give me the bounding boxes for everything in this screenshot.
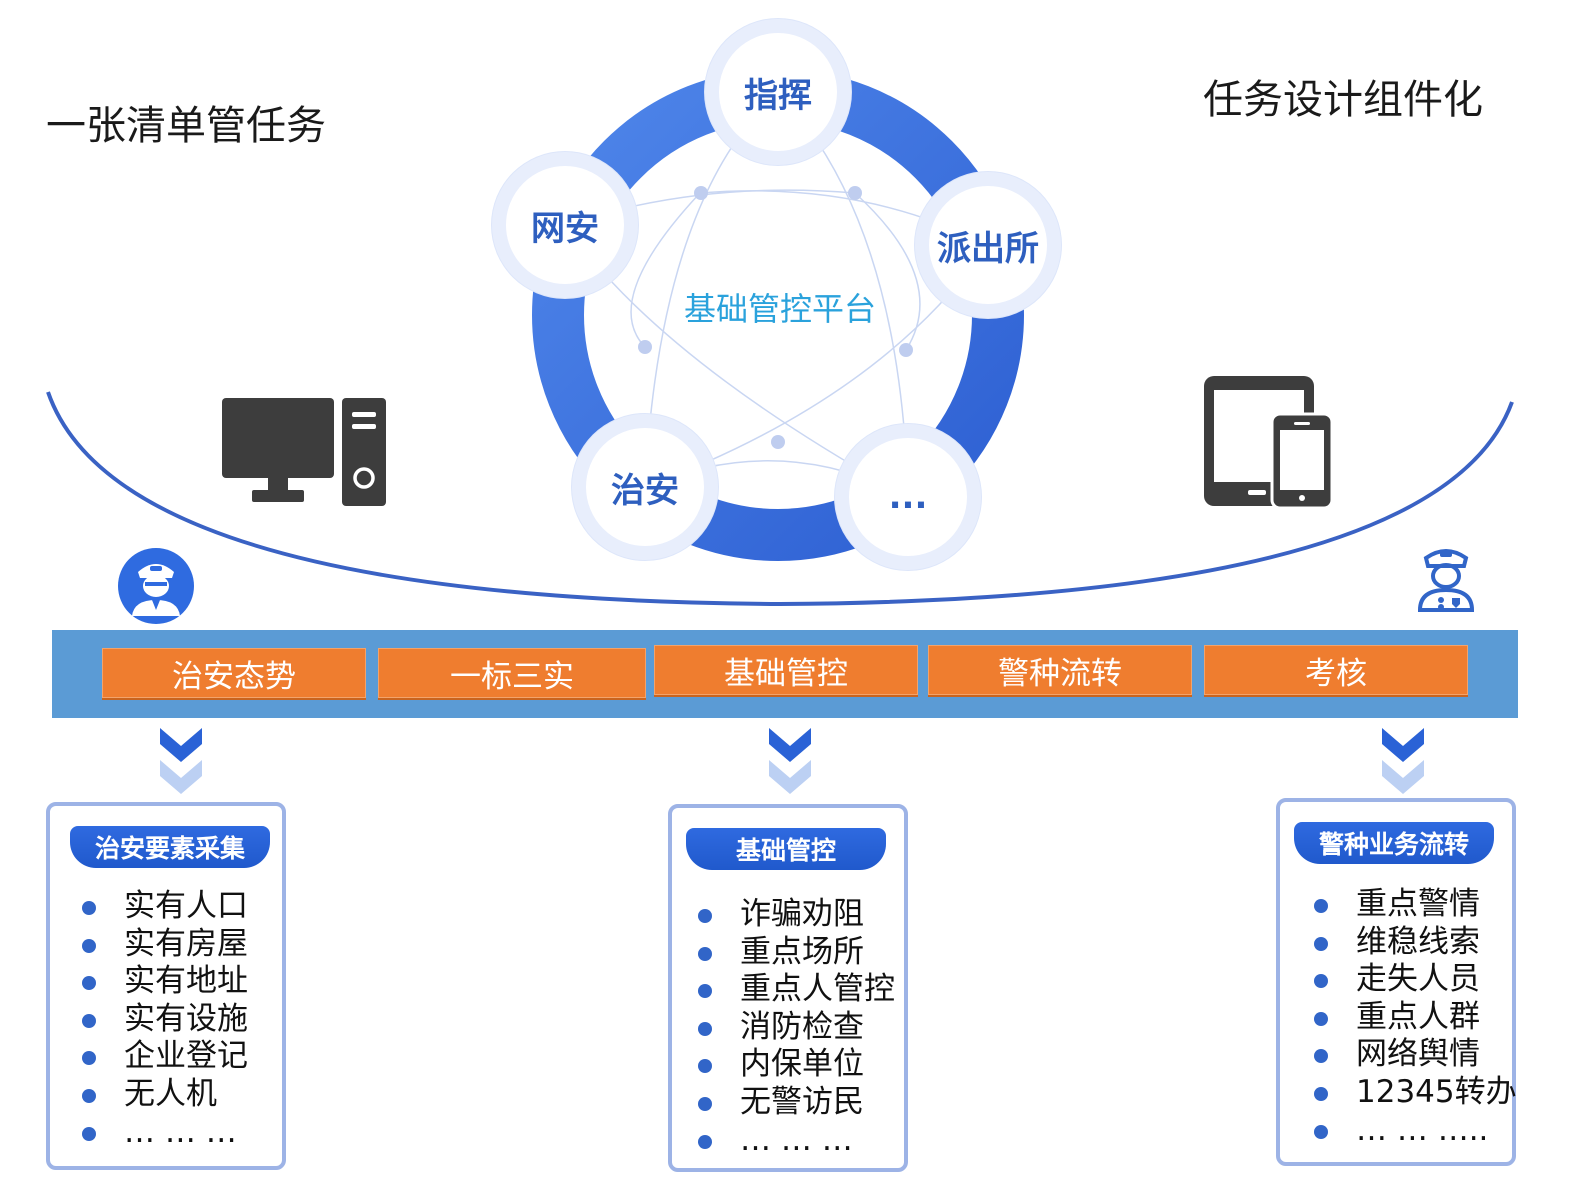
bullet-icon xyxy=(698,909,712,923)
list-item: 无人机 xyxy=(80,1076,248,1114)
bullet-icon xyxy=(698,946,712,961)
module-public-security-situation[interactable]: 治安态势 xyxy=(102,648,366,698)
bullet-icon xyxy=(698,984,712,999)
bullet-icon xyxy=(82,938,96,953)
panel-title: 基础管控 xyxy=(686,828,886,870)
panel-basic-control: 基础管控 诈骗劝阻 重点场所 重点人管控 消防检查 内保单位 无警访民 … … … xyxy=(668,804,908,1172)
list-item-label: 网络舆情 xyxy=(1356,1036,1480,1073)
list-item: 诈骗劝阻 xyxy=(696,896,895,934)
police-officer-avatar-icon xyxy=(118,548,194,624)
list-item: 内保单位 xyxy=(696,1046,895,1084)
list-item: 实有地址 xyxy=(80,963,248,1001)
list-item-label: 走失人员 xyxy=(1356,961,1480,998)
bullet-icon xyxy=(82,1126,96,1141)
list-item-label: … … ….. xyxy=(1356,1111,1489,1148)
list-item: … … … xyxy=(696,1122,895,1160)
list-item-label: 实有人口 xyxy=(124,888,248,924)
module-one-standard-three-actual[interactable]: 一标三实 xyxy=(378,648,646,698)
left-heading: 一张清单管任务 xyxy=(46,103,326,149)
node-cyber: 网安 xyxy=(492,152,638,298)
panel-item-list: 实有人口 实有房屋 实有地址 实有设施 企业登记 无人机 … … … xyxy=(80,888,248,1151)
bullet-icon xyxy=(1314,974,1328,989)
list-item-label: 消防检查 xyxy=(740,1008,864,1045)
desktop-computer-icon xyxy=(222,398,386,506)
bullet-icon xyxy=(82,976,96,991)
module-police-type-flow[interactable]: 警种流转 xyxy=(928,645,1192,695)
list-item-label: 重点人群 xyxy=(1356,998,1480,1035)
list-item: 实有设施 xyxy=(80,1001,248,1039)
list-item: 实有人口 xyxy=(80,888,248,926)
list-item-label: 无人机 xyxy=(124,1075,217,1112)
list-item-label: 实有房屋 xyxy=(124,925,248,962)
list-item-label: 企业登记 xyxy=(124,1038,248,1075)
bullet-icon xyxy=(82,901,96,915)
list-item-label: 实有设施 xyxy=(124,1000,248,1037)
list-item: 12345转办 xyxy=(1312,1074,1517,1112)
bullet-icon xyxy=(698,1096,712,1111)
list-item-label: … … … xyxy=(124,1113,237,1150)
bullet-icon xyxy=(1314,1049,1328,1064)
list-item: 走失人员 xyxy=(1312,961,1517,999)
list-item-label: 重点警情 xyxy=(1356,886,1480,922)
list-item-label: 无警访民 xyxy=(740,1083,864,1120)
platform-center-label: 基础管控平台 xyxy=(683,290,876,328)
bullet-icon xyxy=(698,1134,712,1149)
list-item: 网络舆情 xyxy=(1312,1036,1517,1074)
node-more: ... xyxy=(835,424,981,570)
list-item-label: … … … xyxy=(740,1121,853,1158)
chevron-down-icon xyxy=(1382,728,1424,794)
panel-police-business-flow: 警种业务流转 重点警情 维稳线索 走失人员 重点人群 网络舆情 12345转办 … xyxy=(1276,798,1517,1166)
list-item: 重点人群 xyxy=(1312,999,1517,1037)
list-item-label: 重点场所 xyxy=(740,933,864,970)
list-item: 企业登记 xyxy=(80,1038,248,1076)
node-public-security: 治安 xyxy=(572,414,718,560)
list-item: … … ….. xyxy=(1312,1112,1517,1150)
list-item: 实有房屋 xyxy=(80,926,248,964)
list-item: … … … xyxy=(80,1114,248,1152)
panel-item-list: 重点警情 维稳线索 走失人员 重点人群 网络舆情 12345转办 … … ….. xyxy=(1312,886,1517,1149)
bullet-icon xyxy=(82,1051,96,1066)
node-police-station: 派出所 xyxy=(915,172,1061,318)
police-officer-icon xyxy=(1417,549,1475,612)
list-item-label: 实有地址 xyxy=(124,963,248,1000)
chevron-down-icon xyxy=(769,728,811,794)
list-item-label: 重点人管控 xyxy=(740,971,895,1008)
bullet-icon xyxy=(1314,936,1328,951)
panel-item-list: 诈骗劝阻 重点场所 重点人管控 消防检查 内保单位 无警访民 … … … xyxy=(696,896,895,1159)
bullet-icon xyxy=(1314,899,1328,913)
module-assessment[interactable]: 考核 xyxy=(1204,645,1468,695)
list-item: 重点场所 xyxy=(696,934,895,972)
list-item: 无警访民 xyxy=(696,1084,895,1122)
bullet-icon xyxy=(1314,1086,1328,1101)
list-item-label: 12345转办 xyxy=(1356,1073,1517,1110)
bullet-icon xyxy=(698,1021,712,1036)
panel-public-security-collection: 治安要素采集 实有人口 实有房屋 实有地址 实有设施 企业登记 无人机 … … … xyxy=(46,802,286,1170)
node-command: 指挥 xyxy=(705,19,851,165)
panel-title: 治安要素采集 xyxy=(70,826,270,868)
list-item: 重点人管控 xyxy=(696,971,895,1009)
module-basic-control[interactable]: 基础管控 xyxy=(654,645,918,695)
bullet-icon xyxy=(698,1059,712,1074)
bullet-icon xyxy=(82,1088,96,1103)
bullet-icon xyxy=(1314,1124,1328,1139)
right-heading: 任务设计组件化 xyxy=(1203,77,1483,123)
chevron-down-icon xyxy=(160,728,202,794)
list-item: 消防检查 xyxy=(696,1009,895,1047)
bullet-icon xyxy=(82,1013,96,1028)
list-item-label: 维稳线索 xyxy=(1356,923,1480,960)
tablet-phone-icon xyxy=(1204,376,1334,510)
list-item-label: 内保单位 xyxy=(740,1046,864,1083)
panel-title: 警种业务流转 xyxy=(1294,822,1494,864)
list-item: 维稳线索 xyxy=(1312,924,1517,962)
list-item-label: 诈骗劝阻 xyxy=(740,896,864,932)
list-item: 重点警情 xyxy=(1312,886,1517,924)
bullet-icon xyxy=(1314,1011,1328,1026)
